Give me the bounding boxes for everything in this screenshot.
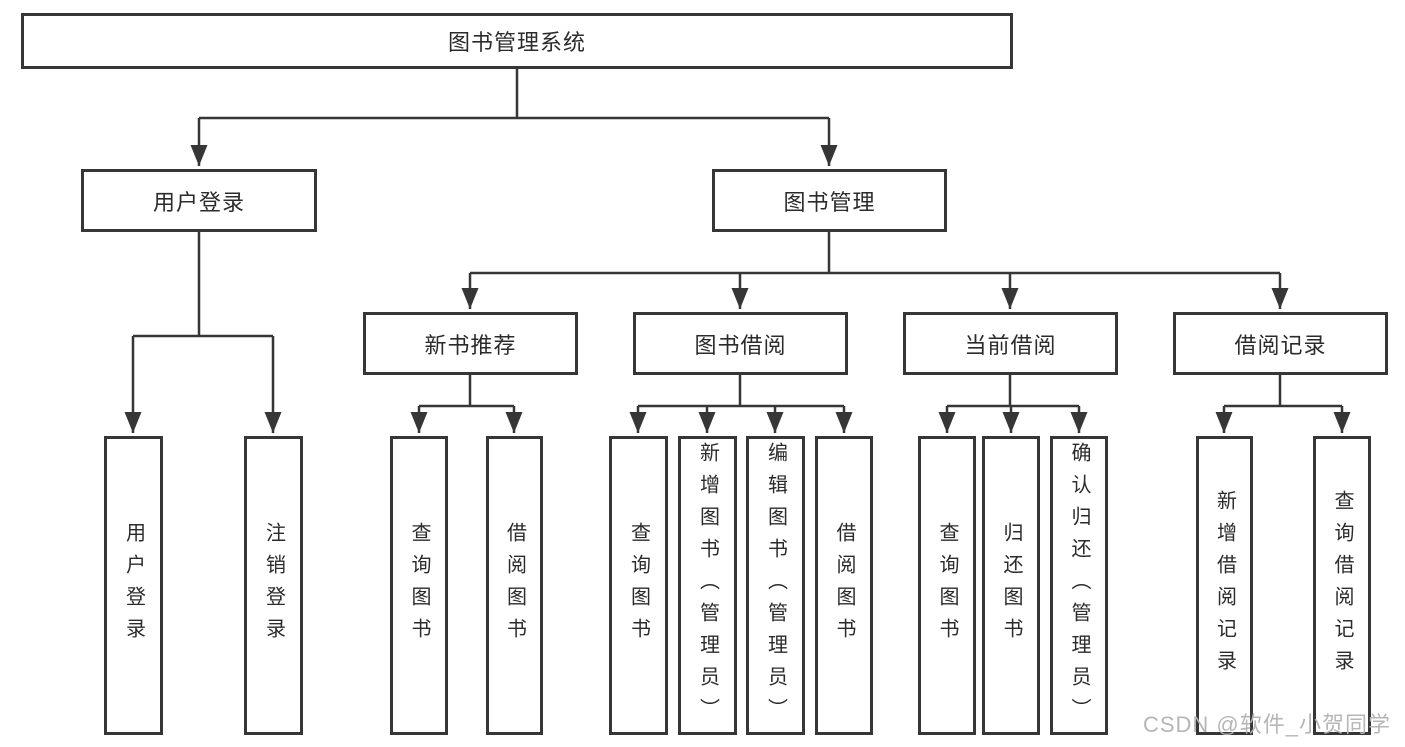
leaf-query-borrow-record: 查询借阅记录 [1313, 436, 1371, 735]
node-book-borrowing: 图书借阅 [633, 312, 848, 375]
node-borrowing-records: 借阅记录 [1173, 312, 1388, 375]
leaf-confirm-return-admin: 确认归还（管理员） [1050, 436, 1108, 735]
leaf-add-borrow-record: 新增借阅记录 [1196, 436, 1253, 735]
csdn-watermark: CSDN @软件_小贺同学 [1142, 712, 1391, 737]
node-book-management: 图书管理 [712, 169, 947, 232]
node-current-borrowing: 当前借阅 [903, 312, 1118, 375]
leaf-query-books-current: 查询图书 [918, 436, 976, 735]
leaf-edit-books-admin: 编辑图书（管理员） [746, 436, 805, 735]
leaf-query-books-borrow: 查询图书 [609, 436, 668, 735]
leaf-logout: 注销登录 [244, 436, 303, 735]
leaf-borrow-books: 借阅图书 [815, 436, 873, 735]
leaf-return-books: 归还图书 [982, 436, 1040, 735]
node-new-book-recommendation: 新书推荐 [363, 312, 578, 375]
leaf-user-login: 用户登录 [104, 436, 163, 735]
leaf-borrow-books-recommend: 借阅图书 [486, 436, 543, 735]
leaf-add-books-admin: 新增图书（管理员） [678, 436, 737, 735]
leaf-query-books-recommend: 查询图书 [390, 436, 448, 735]
node-book-management-system: 图书管理系统 [21, 13, 1013, 69]
node-user-login: 用户登录 [81, 169, 317, 232]
